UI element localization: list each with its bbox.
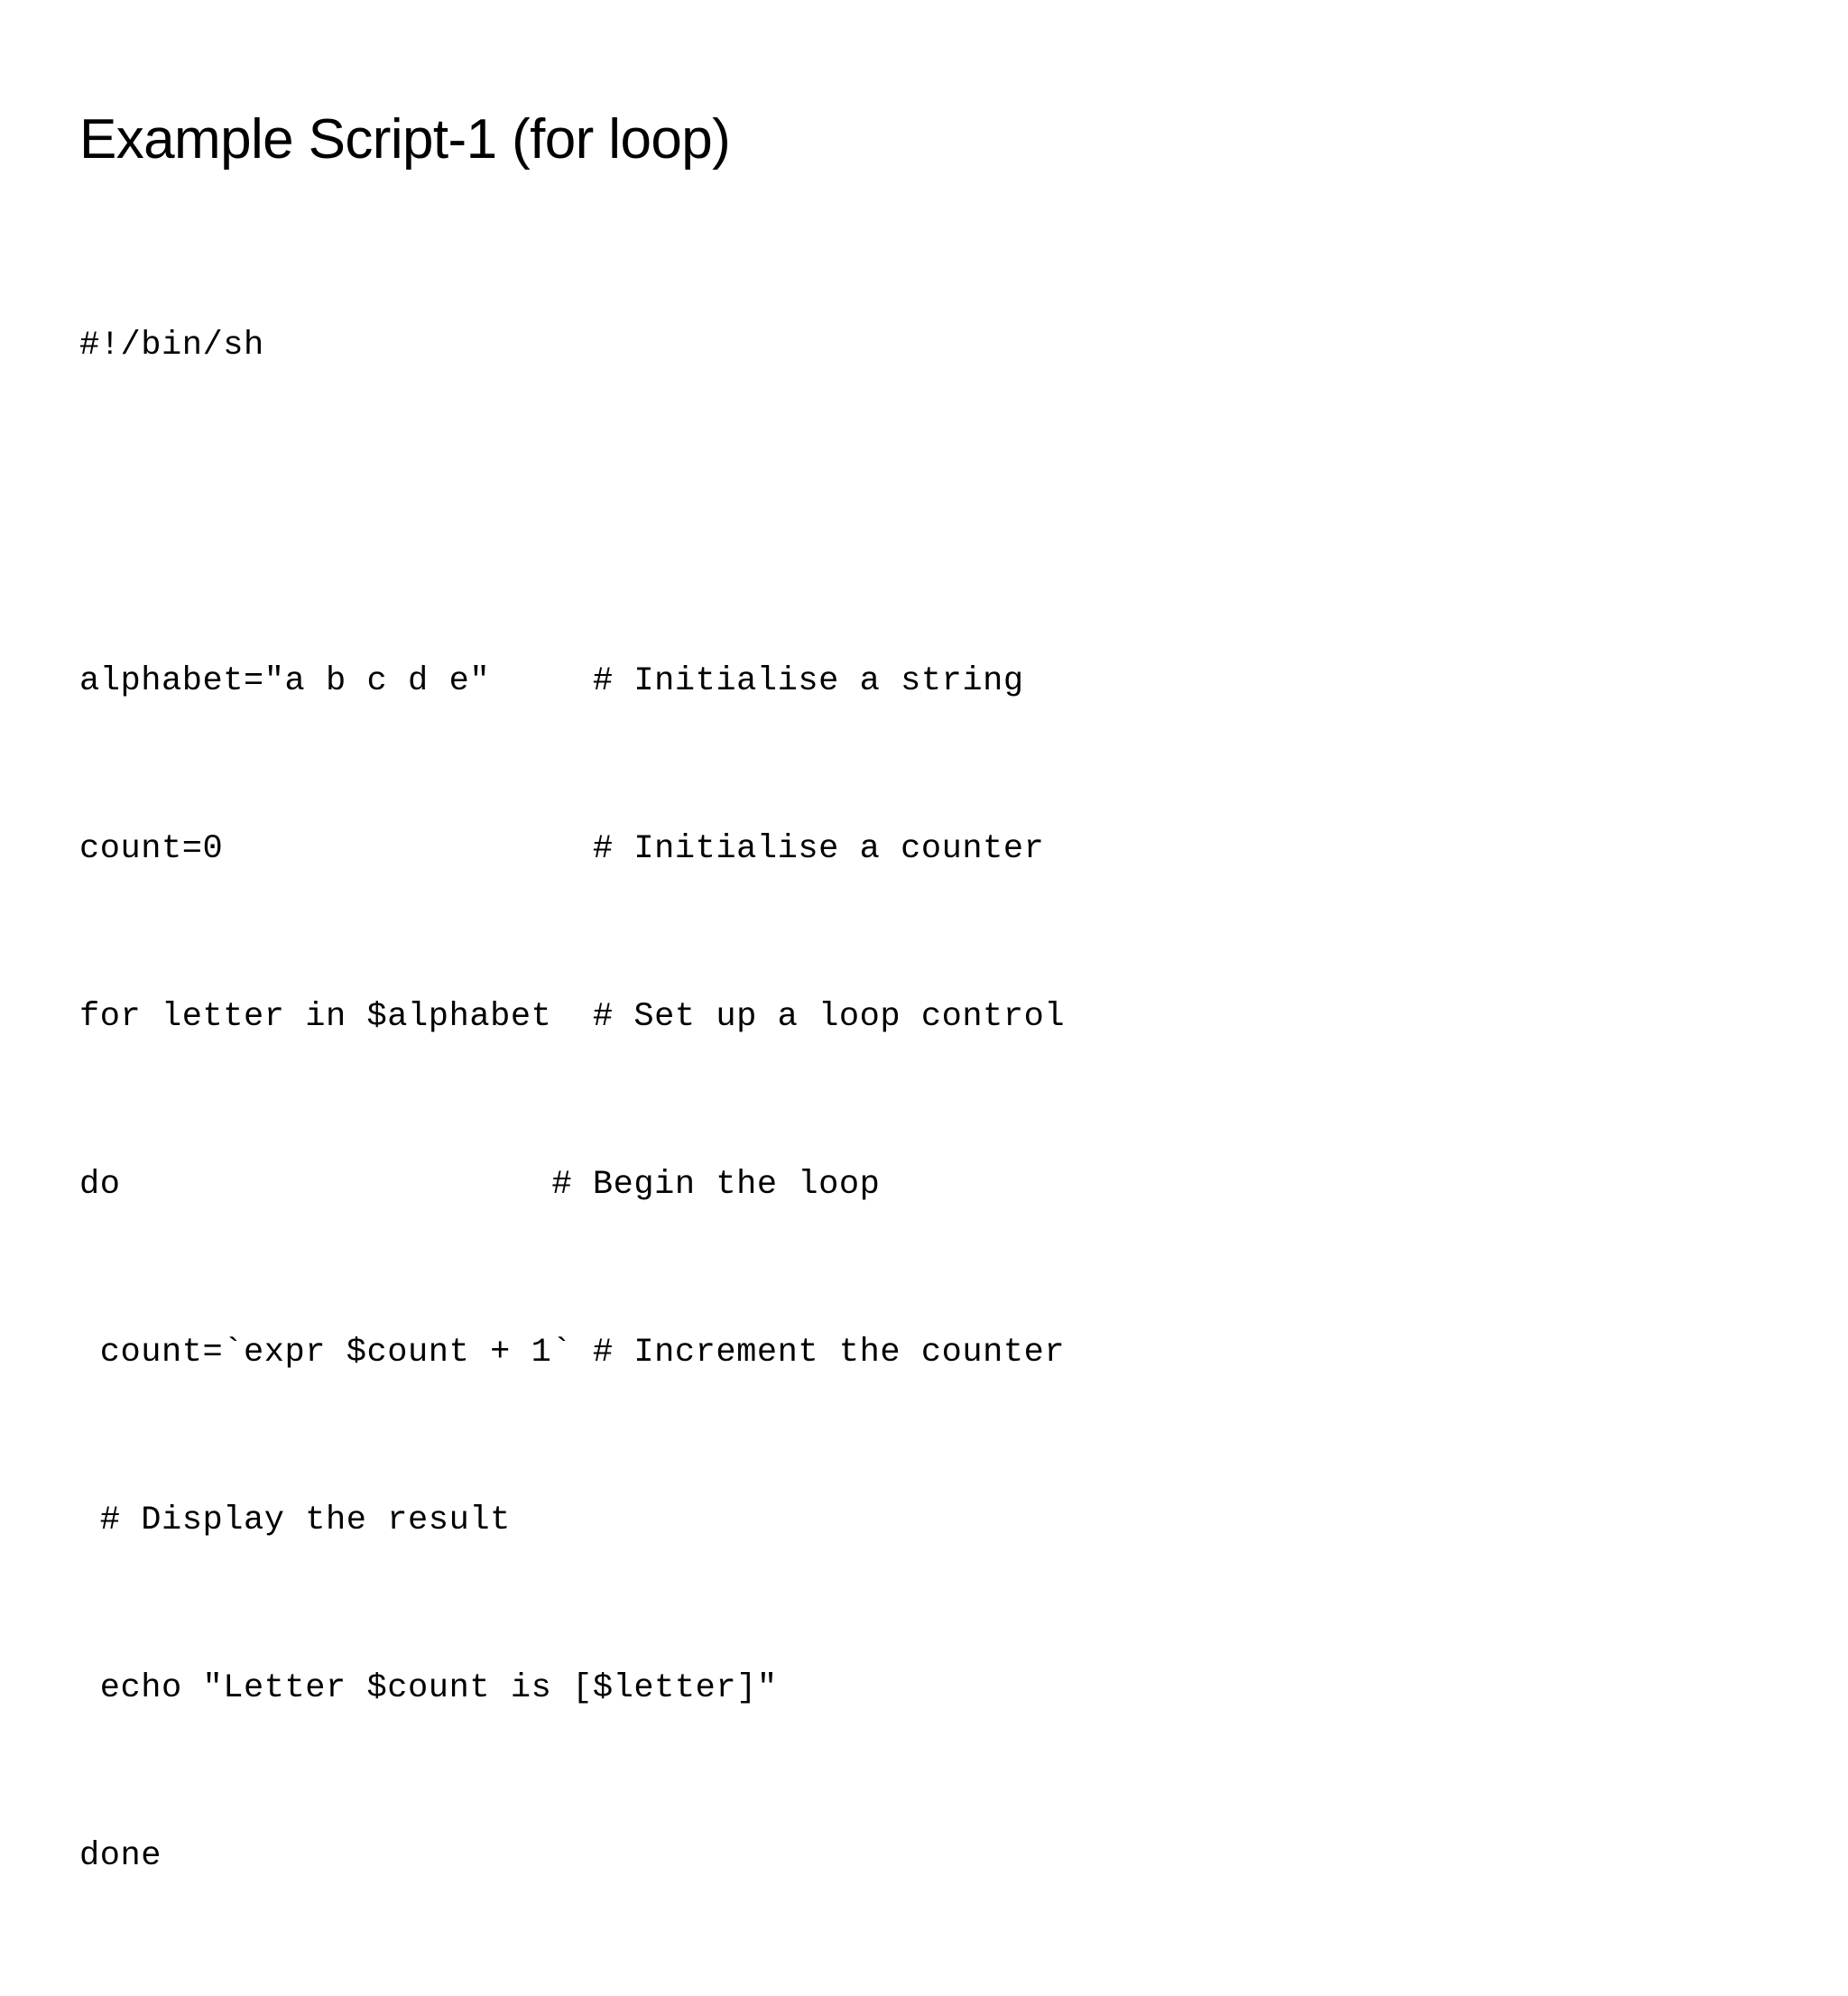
code-line: alphabet="a b c d e" # Initialise a stri… <box>79 662 1024 700</box>
code-line: for letter in $alphabet # Set up a loop … <box>79 998 1066 1036</box>
code-line: done <box>79 1837 162 1875</box>
code-line: # Display the result <box>79 1502 511 1539</box>
code-line-blank <box>79 485 1776 541</box>
slide-root: Example Script-1 (for loop) #!/bin/sh al… <box>79 107 1065 1875</box>
code-block: #!/bin/sh alphabet="a b c d e" # Initial… <box>79 206 1776 1996</box>
code-line: echo "Letter $count is [$letter]" <box>79 1669 778 1707</box>
code-line: do # Begin the loop <box>79 1166 881 1204</box>
code-line: #!/bin/sh <box>79 327 264 365</box>
page-title: Example Script-1 (for loop) <box>79 107 731 171</box>
code-line: count=0 # Initialise a counter <box>79 830 1045 868</box>
code-line: count=`expr $count + 1` # Increment the … <box>79 1334 1066 1372</box>
